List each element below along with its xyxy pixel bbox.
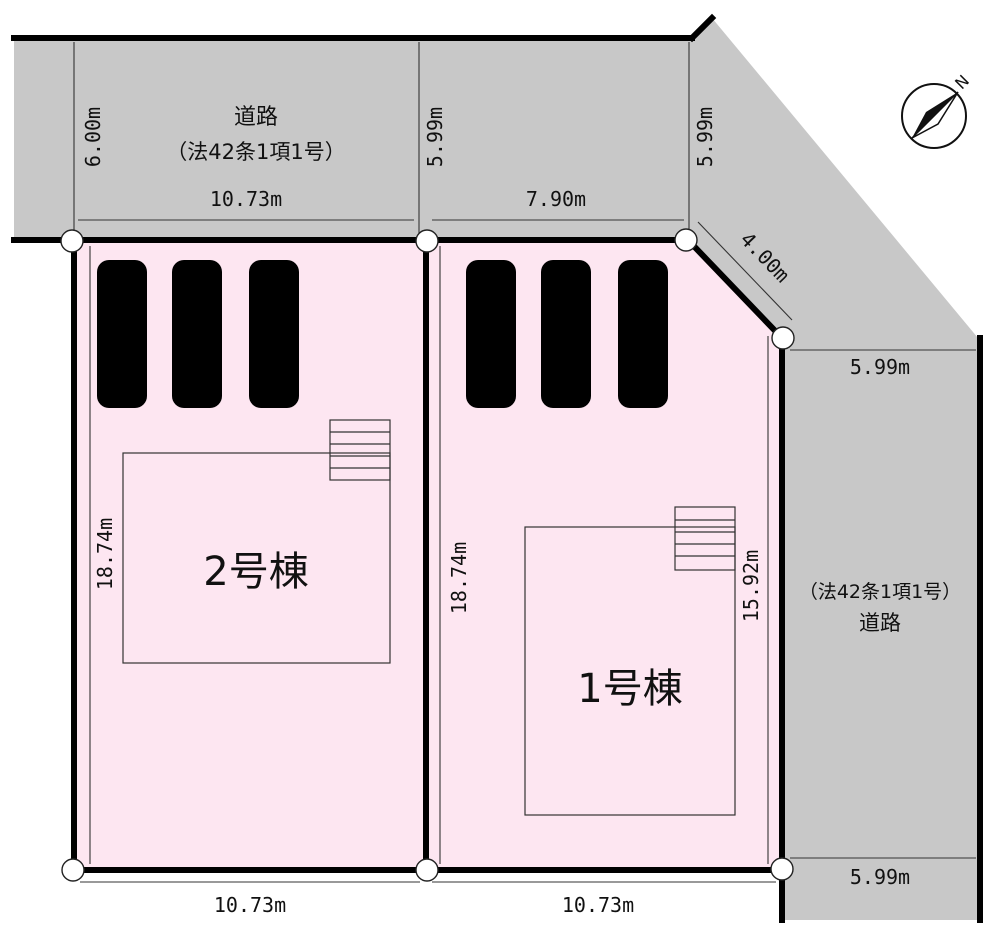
building-2-label: 2号棟 [203,549,308,595]
top-road-law: （法42条1項1号） [166,140,345,164]
dim-top-frontage-left: 10.73m [210,187,282,211]
corner-marker [60,229,84,253]
dim-right-lot-depth-right: 15.92m [739,550,763,622]
dim-left-lot-depth: 18.74m [93,518,117,590]
corner-marker [415,858,439,882]
dimension-lines [73,42,976,883]
building-2-outline [122,452,391,664]
dim-right-lot-depth-left: 18.74m [447,542,471,614]
corner-marker [674,228,698,252]
building-1-outline [524,526,736,816]
dim-bottom-left: 10.73m [214,893,286,917]
dim-right-road-top: 5.99m [850,355,910,379]
dim-road-width-corner: 5.99m [693,107,717,167]
building-1-label: 1号棟 [577,666,682,712]
dim-right-road-bottom: 5.99m [850,865,910,889]
corner-marker [771,326,795,350]
corner-marker [415,229,439,253]
parking-car [169,260,225,408]
dim-top-frontage-right: 7.90m [526,187,586,211]
stairs-icon [674,506,736,571]
corner-marker [61,858,85,882]
parking-car [94,260,150,408]
north-arrow-icon [901,83,967,149]
right-road-name: 道路 [859,611,901,635]
dim-road-width-middle: 5.99m [423,107,447,167]
top-road-name: 道路 [234,105,278,130]
right-road-law: （法42条1項1号） [799,581,961,603]
parking-car [246,260,302,408]
stairs-icon [329,419,391,481]
road-edge-top-diag [687,13,717,43]
top-road [14,18,978,920]
parking-car [615,260,671,408]
north-label: N [951,71,973,93]
lot-left [74,240,426,870]
corner-marker [770,857,794,881]
dim-road-width-left: 6.00m [81,107,105,167]
dim-bottom-right: 10.73m [562,893,634,917]
parking-car [538,260,594,408]
lot-boundary-corner [683,235,787,343]
parking-car [463,260,519,408]
